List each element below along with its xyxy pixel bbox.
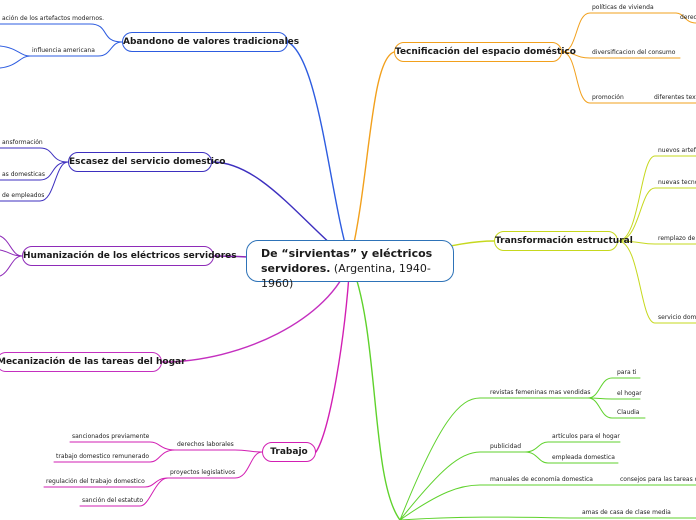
edge-sub-influencia-1 — [0, 45, 31, 57]
leaf-derechos-laborales[interactable]: derechos laborales — [177, 441, 234, 448]
edge-leaf-human-1 — [0, 235, 23, 257]
leaf-empleada-domestica[interactable]: empleada domestica — [552, 454, 615, 461]
leaf-nuevas-tecnologias[interactable]: nuevas tecno — [658, 179, 696, 186]
leaf-diferentes-textos[interactable]: diferentes text — [654, 94, 696, 101]
edge-leaf-domesticas — [0, 161, 69, 181]
edge-leaf-artefactos — [0, 23, 123, 43]
edge-leaf-servicio — [617, 240, 696, 324]
leaf-el-hogar[interactable]: el hogar — [617, 390, 642, 397]
leaf-revistas-femeninas[interactable]: revistas femeninas mas vendidas — [490, 389, 591, 396]
edge-leaf-articulos — [524, 441, 621, 453]
leaf-consejos-tareas[interactable]: consejos para las tareas do — [620, 476, 696, 483]
edge-leaf-el-hogar — [587, 397, 641, 400]
leaf-remplazo[interactable]: remplazo de — [658, 235, 696, 242]
edge-mecanizacion — [161, 260, 351, 363]
leaf-diversificacion-consumo[interactable]: diversificacion del consumo — [592, 49, 676, 56]
leaf-proyectos-legislativos[interactable]: proyectos legislativos — [170, 469, 236, 476]
edge-leaf-sancion — [79, 477, 169, 507]
topic-abandono-valores[interactable]: Abandono de valores tradicionales — [122, 32, 299, 52]
edge-leaf-sancionados — [69, 441, 176, 451]
leaf-servicio-domestico[interactable]: servicio dom — [658, 314, 696, 321]
leaf-domesticas[interactable]: as domesticas — [2, 171, 45, 178]
leaf-promocion[interactable]: promoción — [592, 94, 624, 101]
topic-mecanizacion[interactable]: Mecanización de las tareas del hogar — [0, 352, 186, 372]
leaf-manuales-economia[interactable]: manuales de economía domestica — [490, 476, 593, 483]
edge-tecnificacion — [349, 51, 395, 262]
topic-trabajo[interactable]: Trabajo — [262, 442, 316, 462]
topic-escasez-servicio[interactable]: Escasez del servicio domestico — [68, 152, 225, 172]
central-title: De “sirvientas” y eléctricos servidores. — [261, 247, 433, 275]
leaf-regulacion-trabajo[interactable]: regulación del trabajo domestico — [46, 478, 145, 485]
edge-leaf-proyectos — [167, 451, 263, 479]
edge-leaf-human-3 — [0, 255, 23, 277]
leaf-claudia[interactable]: Claudia — [617, 409, 640, 416]
edge-leaf-derechos-laborales — [174, 449, 263, 453]
leaf-sancion-estatuto[interactable]: sanción del estatuto — [82, 497, 144, 504]
edge-leaf-influencia — [29, 41, 123, 57]
edge-leaf-remplazo — [617, 240, 696, 245]
edge-leaf-amas — [399, 516, 696, 520]
edge-sub-influencia-2 — [0, 55, 31, 69]
edge-leaf-nuevos — [617, 155, 696, 242]
edge-leaf-empleados — [0, 161, 69, 202]
edge-leaf-manuales — [399, 484, 601, 520]
topic-humanizacion[interactable]: Humanización de los eléctricos servidore… — [22, 246, 237, 266]
central-subtitle: (Argentina, 1940-1960) — [261, 262, 431, 290]
leaf-publicidad[interactable]: publicidad — [490, 443, 522, 450]
topic-transformacion[interactable]: Transformación estructural — [494, 231, 633, 251]
edge-leaf-transformacion — [0, 147, 69, 163]
edge-leaf-nuevas — [617, 187, 696, 242]
edge-leaf-empleada — [524, 451, 619, 464]
leaf-transformacion[interactable]: ansformación — [2, 139, 43, 146]
leaf-artefactos-modernos[interactable]: ación de los artefactos modernos. — [2, 15, 105, 22]
edge-leaf-revistas — [399, 397, 589, 520]
leaf-amas-de-casa[interactable]: amas de casa de clase media — [582, 509, 671, 516]
leaf-influencia-americana[interactable]: influencia americana — [32, 47, 95, 54]
edge-leaf-diversificacion — [561, 51, 681, 59]
edge-leaf-promocion — [561, 51, 651, 104]
leaf-para-ti[interactable]: para ti — [617, 369, 637, 376]
leaf-trabajo-remunerado[interactable]: trabajo domestico remunerado — [56, 453, 150, 460]
central-topic[interactable]: De “sirvientas” y eléctricos servidores.… — [246, 240, 454, 290]
edge-leaf-remunerado — [53, 449, 176, 463]
leaf-empleados[interactable]: de empleados — [2, 192, 45, 199]
edge-leaf-para-ti — [587, 377, 641, 399]
edge-publicaciones — [349, 260, 401, 520]
edge-abandono — [287, 41, 351, 262]
leaf-nuevos-artefactos[interactable]: nuevos artefa — [658, 147, 696, 154]
edge-leaf-claudia — [587, 397, 646, 419]
leaf-derechos[interactable]: derec — [680, 14, 696, 21]
leaf-articulos-hogar[interactable]: artículos para el hogar — [552, 433, 620, 440]
edge-trabajo — [315, 260, 351, 453]
leaf-politicas-vivienda[interactable]: políticas de vivienda — [592, 4, 654, 11]
edge-leaf-publicidad — [399, 451, 526, 520]
edge-leaf-derec — [675, 12, 696, 24]
topic-tecnificacion[interactable]: Tecnificación del espacio doméstico — [394, 42, 576, 62]
leaf-sancionados-previamente[interactable]: sancionados previamente — [72, 433, 150, 440]
edge-leaf-politicas — [561, 12, 677, 53]
